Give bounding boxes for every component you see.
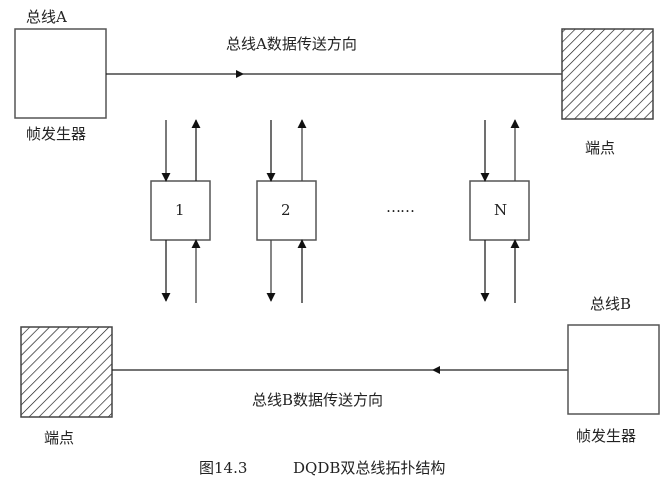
node-1 — [150, 119, 211, 303]
bus-b-generator-label: 帧发生器 — [576, 427, 637, 445]
ellipsis: …… — [386, 198, 415, 216]
node-2 — [256, 119, 317, 303]
figure-title: DQDB双总线拓扑结构 — [293, 459, 446, 477]
bus-a-frame-generator — [14, 28, 107, 119]
bus-a-direction-arrowhead — [236, 70, 244, 78]
bus-b-terminal-label: 端点 — [44, 429, 75, 447]
bus-b-frame-generator — [567, 324, 660, 415]
bus-a-generator-label: 帧发生器 — [26, 125, 87, 143]
figure-number: 图14.3 — [199, 459, 248, 477]
node-n — [469, 119, 530, 303]
node-n-label: N — [494, 201, 508, 219]
bus-b-direction-label: 总线B数据传送方向 — [252, 391, 384, 409]
node-box — [469, 180, 530, 241]
bus-b-direction-arrowhead — [432, 366, 440, 374]
bus-a-terminal-label: 端点 — [585, 139, 616, 157]
bus-a-terminal — [561, 28, 654, 120]
bus-a-name: 总线A — [26, 8, 67, 26]
node-2-label: 2 — [281, 201, 291, 219]
bus-a-direction-label: 总线A数据传送方向 — [226, 35, 357, 53]
node-1-label: 1 — [175, 201, 185, 219]
bus-b-name: 总线B — [590, 295, 632, 313]
bus-b-terminal — [20, 326, 113, 418]
node-box — [150, 180, 211, 241]
node-box — [256, 180, 317, 241]
